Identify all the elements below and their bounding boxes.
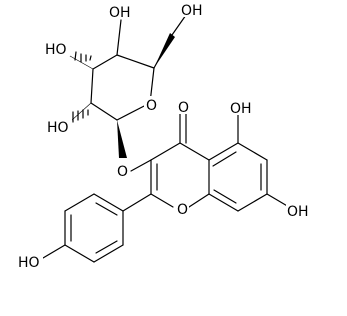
bond [116, 19, 122, 56]
bond [237, 193, 268, 212]
wedge [117, 120, 127, 158]
bond [150, 193, 174, 208]
ho-sugar-left-label: HO [45, 42, 67, 58]
bond [266, 193, 290, 208]
label-bg [115, 162, 129, 178]
carbonyl-oxygen-label: O [178, 100, 189, 116]
ho-phenol-label: HO [18, 255, 40, 271]
bond [90, 102, 118, 121]
bond [150, 142, 181, 161]
wedge-bonds [117, 33, 175, 158]
label-bg [44, 40, 70, 56]
sugar-hashed-bonds [69, 51, 94, 123]
sugar-ring-bonds [90, 14, 187, 121]
bond [237, 142, 268, 161]
bond [130, 159, 152, 172]
ring-oxygen-label: O [146, 98, 157, 114]
a-ring-bonds [208, 114, 290, 212]
label-bg [17, 253, 43, 269]
b-ring-bonds [42, 193, 152, 263]
bond [171, 14, 187, 36]
label-bg [144, 96, 158, 112]
label-bg [176, 98, 190, 114]
oh-sugar-top-label: OH [109, 5, 131, 21]
bond [90, 68, 94, 104]
label-bg [286, 202, 312, 218]
bond [122, 193, 152, 212]
label-bg [229, 99, 255, 115]
bond [188, 193, 210, 208]
ho-sugar-bottom-label: HO [47, 120, 69, 136]
wedge [154, 33, 175, 68]
hash-stroke [89, 55, 92, 61]
bond [95, 202, 118, 216]
c-ring-bonds [130, 112, 210, 208]
bond [208, 142, 239, 161]
bond [64, 193, 95, 212]
bond [69, 55, 94, 70]
oh-a7-label: OH [287, 204, 309, 220]
bond [64, 244, 95, 263]
bond [116, 54, 155, 69]
atom-labels: OH OH HO HO O O O OH O OH HO [17, 1, 312, 271]
pyran-oxygen-label: O [177, 202, 188, 218]
bond [71, 102, 92, 121]
bond [93, 244, 124, 263]
bond [95, 240, 118, 254]
bond [42, 244, 66, 259]
bond [212, 151, 237, 167]
bond [93, 193, 124, 212]
label-bg [175, 200, 189, 216]
label-bg [180, 1, 206, 17]
bond [213, 189, 237, 204]
oh-hydroxymethyl-label: OH [181, 3, 203, 19]
bond [179, 142, 210, 161]
bond [208, 193, 239, 212]
label-bg [108, 3, 134, 19]
oh-a5-label: OH [230, 101, 252, 117]
glycosidic-oxygen-label: O [117, 164, 128, 180]
label-bg [46, 118, 72, 134]
bond [92, 54, 118, 70]
